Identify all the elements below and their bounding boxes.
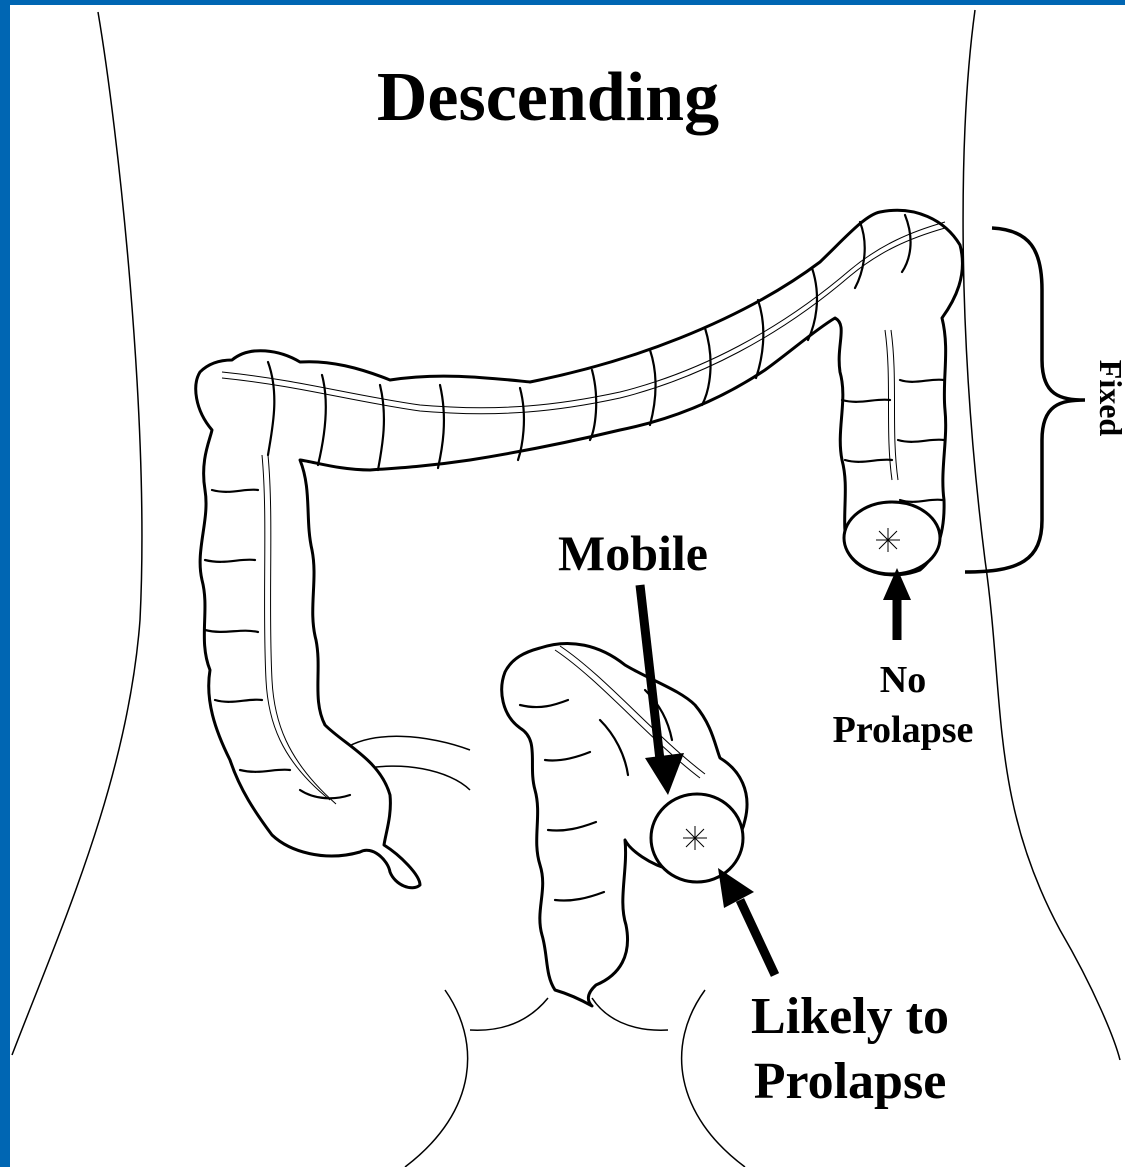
fixed-label: Fixed (1093, 360, 1125, 437)
likely-prolapse-arrow (718, 868, 775, 975)
fixed-brace (965, 228, 1085, 572)
likely-prolapse-label-line2: Prolapse (754, 1053, 947, 1110)
frame-top (0, 0, 1125, 5)
no-prolapse-label-line1: No (880, 659, 926, 701)
likely-prolapse-label-line1: Likely to (751, 988, 949, 1045)
no-prolapse-arrow (883, 568, 911, 640)
no-prolapse-label-line2: Prolapse (833, 709, 974, 751)
descending-lumen (844, 502, 940, 574)
mobile-label: Mobile (558, 525, 708, 581)
descending-lumen-star (876, 528, 900, 552)
frame-left (0, 0, 10, 1167)
title-label: Descending (377, 59, 719, 136)
sigmoid-lumen-star (683, 826, 707, 850)
